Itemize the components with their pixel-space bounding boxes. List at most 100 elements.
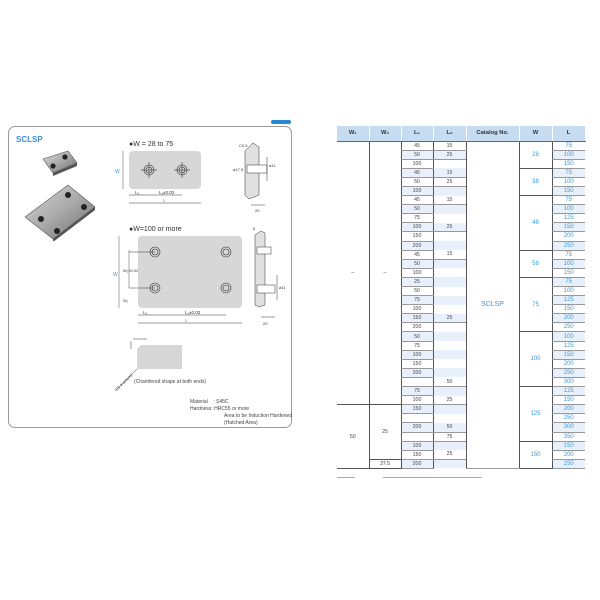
cell-l2: [432, 277, 466, 287]
cell-l: 200: [551, 450, 585, 460]
cell-l2: [432, 350, 466, 360]
cell-l1: [400, 377, 433, 388]
dim-W2: W₂±0.02: [123, 268, 139, 273]
cell-l: 100: [551, 286, 585, 297]
product-panel: SCLSP ●W = 28 to 75 W L₂ L₁±0.02 L: [8, 126, 292, 428]
cell-l2: [432, 241, 466, 251]
cell-w2: –: [368, 141, 401, 406]
cell-l1: 100: [400, 304, 433, 315]
cell-l2: 25: [432, 450, 466, 460]
header-l2: L₂: [433, 126, 467, 142]
cell-l1: 200: [400, 322, 433, 333]
cell-l1: 45: [400, 141, 433, 151]
cell-l: 150: [551, 159, 585, 169]
cell-l2: [432, 441, 466, 451]
chamfer-detail-drawing: C0.4 around: [114, 338, 182, 392]
dim-r5: 5: [253, 226, 256, 231]
cell-l1: 200: [400, 368, 433, 378]
cell-l2: [432, 341, 466, 351]
cell-l1: 200: [400, 422, 433, 433]
cell-l1: 50: [400, 286, 433, 297]
cell-l: 150: [551, 222, 585, 233]
cell-w1: 50: [337, 404, 369, 469]
hardness-value: : HRC55 or more: [211, 406, 250, 412]
dim-L-large: L: [185, 318, 188, 323]
cell-l: 200: [551, 359, 585, 369]
cell-l2: [432, 159, 466, 169]
dim-L1-large: L₁±0.02: [185, 310, 201, 315]
cell-l: 300: [551, 377, 585, 388]
cell-w1: –: [337, 141, 369, 406]
table-row: 250: [337, 413, 585, 424]
cell-l1: 50: [400, 177, 433, 187]
cell-w: 75: [518, 277, 552, 333]
cell-l1: 75: [400, 341, 433, 351]
hardness-note-1: Area to be Induction Hardened: [224, 413, 293, 419]
cell-w: 38: [518, 168, 552, 197]
cell-l: 250: [551, 241, 585, 251]
cell-l1: 75: [400, 295, 433, 306]
dim-d175: ø17.5: [233, 167, 244, 172]
section2-heading: ●W=100 or more: [129, 226, 182, 233]
dim-d11-2: ø11: [279, 285, 286, 290]
header-w1: W₁: [337, 126, 370, 142]
dim-L1: L₁±0.02: [159, 190, 175, 195]
cell-l1: 200: [400, 459, 433, 469]
cell-l: 100: [551, 204, 585, 215]
dim-W: W: [115, 169, 120, 175]
cell-l2: 25: [432, 313, 466, 324]
section1-heading: ●W = 28 to 75: [129, 141, 174, 148]
cell-l: 75: [551, 277, 585, 288]
cell-l: 125: [551, 213, 585, 224]
cell-l: 150: [551, 268, 585, 278]
cell-l2: [432, 186, 466, 196]
cell-l1: 150: [400, 450, 433, 460]
cell-l: 200: [551, 231, 585, 242]
cell-l2: 75: [432, 432, 466, 442]
cell-w: 125: [518, 386, 552, 442]
cell-l1: 150: [400, 404, 433, 415]
header-l: L: [552, 126, 586, 142]
table-header-row: W₁ W₂ L₁ L₂ Catalog No. W L: [337, 126, 586, 142]
chamfer-label: C0.4 around: [114, 373, 133, 392]
cell-l: 125: [551, 341, 585, 351]
cell-l: 75: [551, 250, 585, 260]
dim-t20: 20: [255, 208, 260, 213]
cell-l: 250: [551, 413, 585, 424]
cell-l2: 15: [432, 250, 466, 260]
cell-l2: [432, 213, 466, 223]
cell-l2: 25: [432, 222, 466, 233]
cell-l1: 45: [400, 250, 433, 260]
cell-l: 200: [551, 313, 585, 324]
cell-l: 250: [551, 368, 585, 378]
hardness-label: Hardness: [190, 406, 212, 412]
cell-l1: 100: [400, 441, 433, 451]
cell-l: 350: [551, 432, 585, 442]
cell-l2: 25: [432, 150, 466, 160]
cell-l1: 25: [400, 277, 433, 288]
header-l1: L₁: [401, 126, 434, 142]
cell-l: 75: [551, 195, 585, 206]
cell-l2: [432, 295, 466, 305]
cell-l2: [432, 404, 466, 414]
dim-t20-2: 20: [263, 321, 268, 326]
side-view-drawing-2: 5 ø11 20: [253, 226, 286, 326]
cell-l: 250: [551, 322, 585, 333]
